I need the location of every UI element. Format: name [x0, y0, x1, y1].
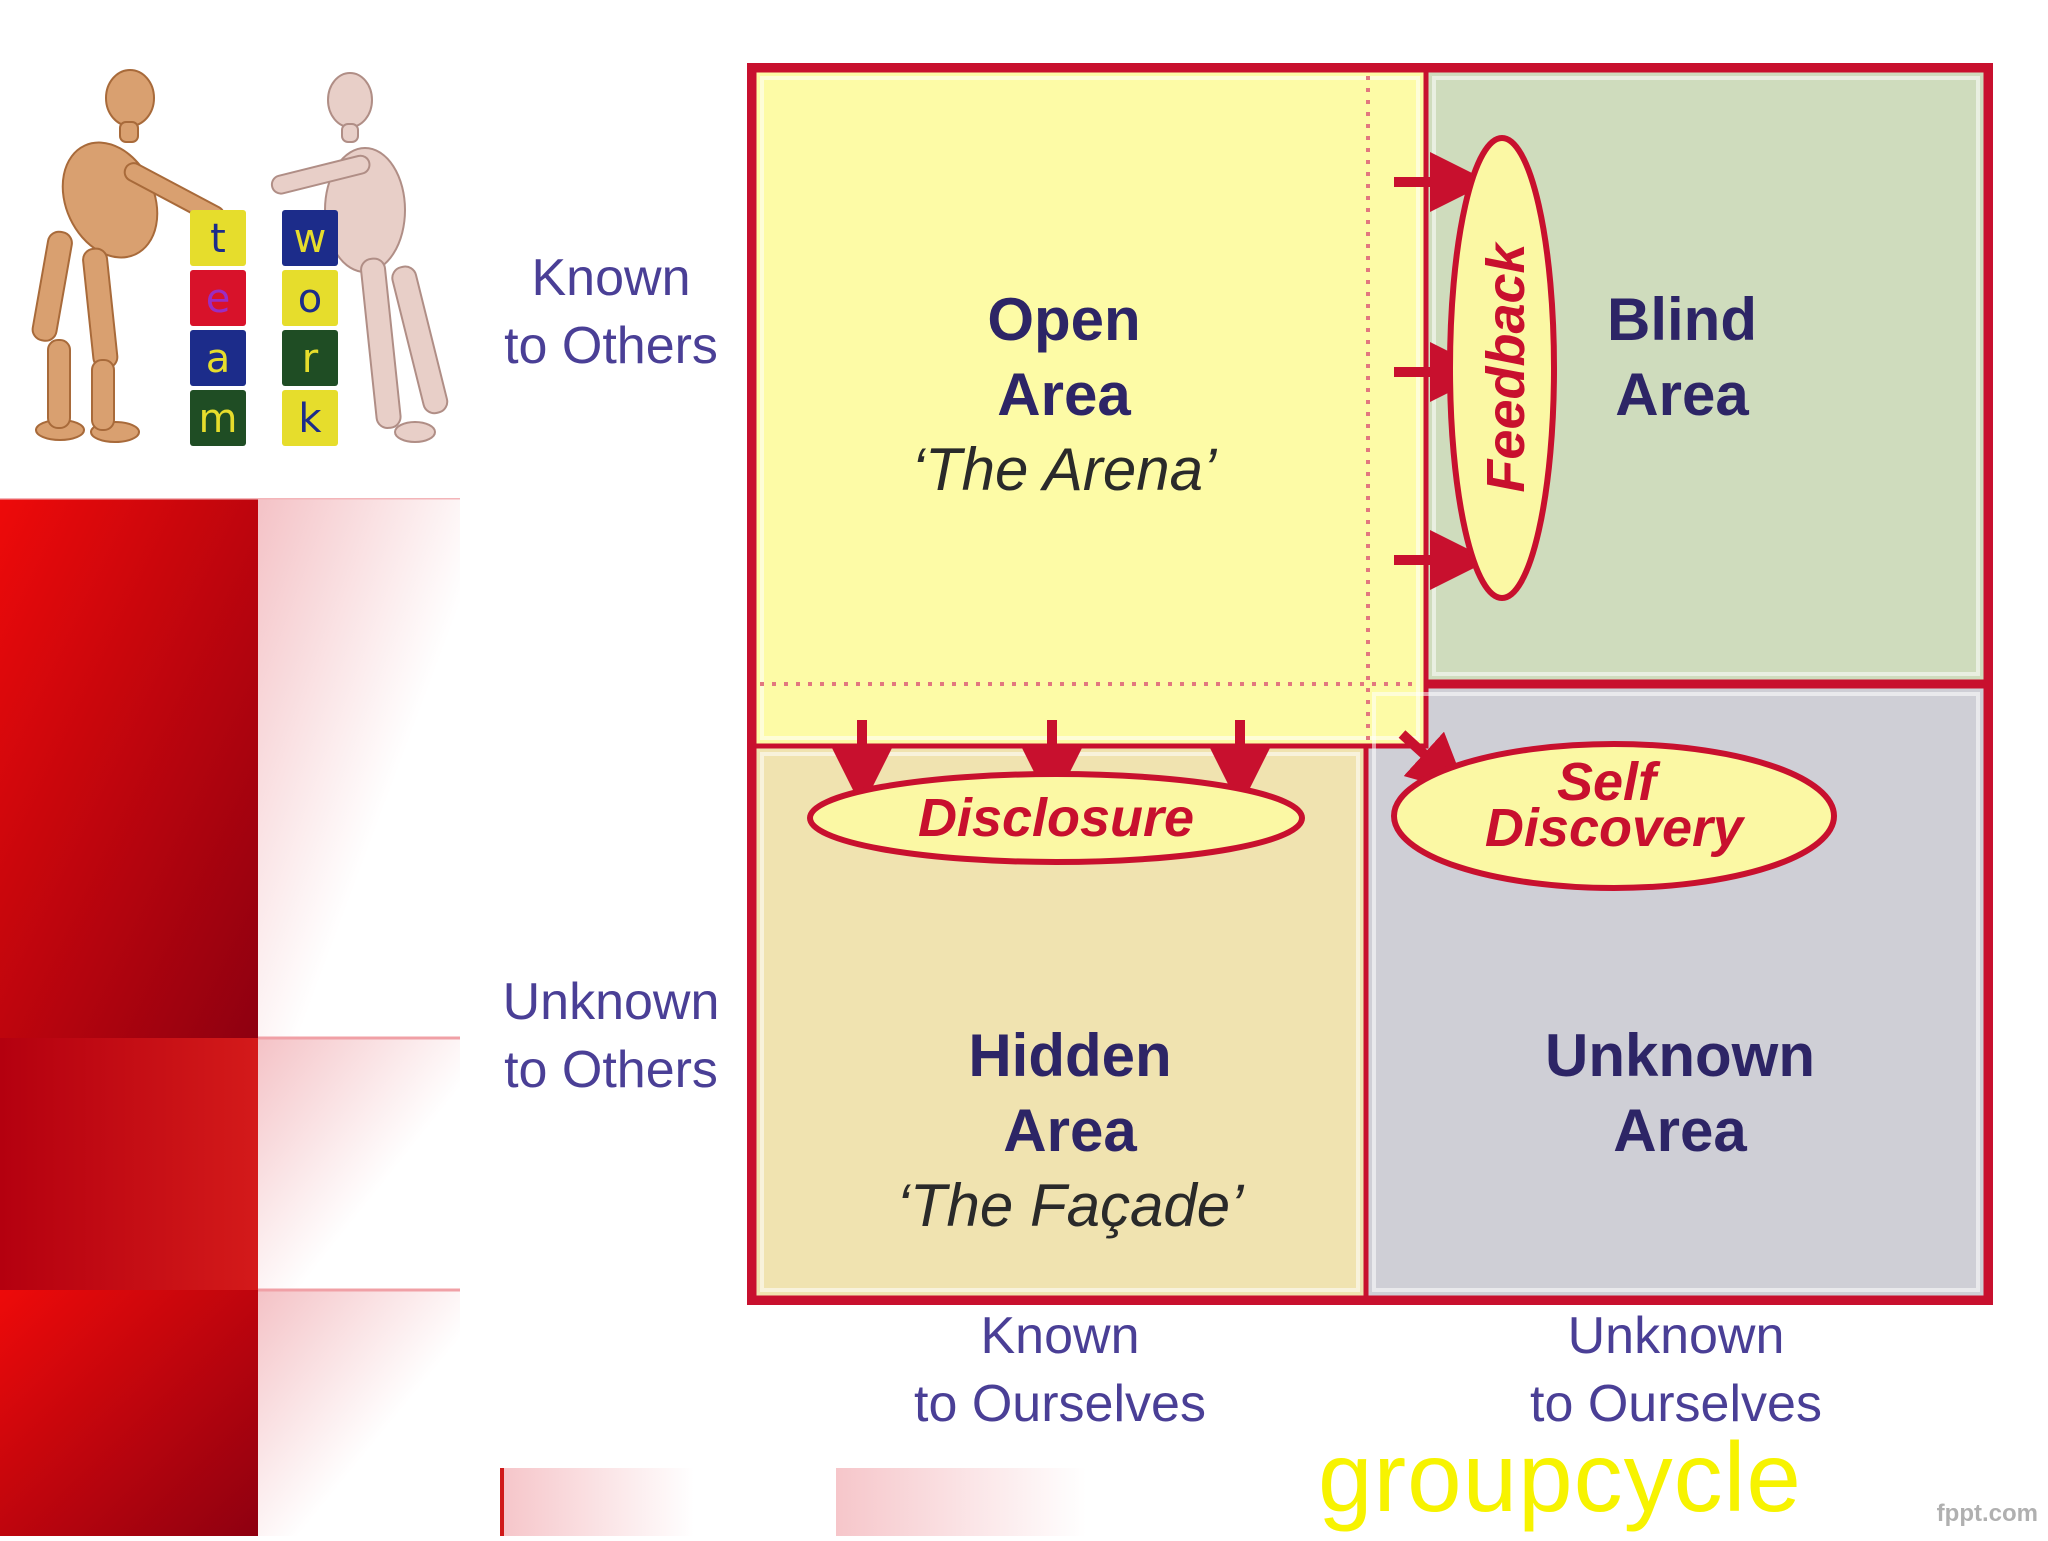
- open-area-text: Open Area ‘The Arena’: [834, 282, 1294, 507]
- unknown-area-text: Unknown Area: [1500, 1018, 1860, 1168]
- hidden-area-title-line2: Area: [1003, 1097, 1137, 1164]
- team-block-letter-1: e: [206, 276, 231, 322]
- unknown-area-title-line1: Unknown: [1545, 1022, 1815, 1089]
- axis-label-known-to-ourselves-line1: Known: [980, 1307, 1140, 1365]
- outer-frame: [747, 63, 1993, 1305]
- disclosure-ellipse: [807, 771, 1305, 865]
- team-block-letter-0: t: [210, 216, 226, 262]
- work-block-1: [282, 270, 338, 326]
- open-area-title-line1: Open: [987, 286, 1141, 353]
- team-block-0: [190, 210, 246, 266]
- work-block-0: [282, 210, 338, 266]
- work-block-letter-1: o: [298, 276, 322, 322]
- axis-label-unknown-to-others-line2: to Others: [504, 1041, 718, 1099]
- axis-label-known-to-others-line2: to Others: [504, 317, 718, 375]
- unknown-area-bevel: [1372, 692, 1980, 1292]
- axis-label-unknown-to-ourselves-line2: to Ourselves: [1530, 1375, 1822, 1433]
- self-discovery-arrow: [1398, 730, 1469, 795]
- self-discovery-label-line2: Discovery: [1485, 798, 1746, 858]
- disclosure-label: Disclosure: [918, 788, 1194, 848]
- open-area-subtitle: ‘The Arena’: [911, 436, 1217, 503]
- axis-label-known-to-ourselves-line2: to Ourselves: [914, 1375, 1206, 1433]
- team-block-2: [190, 330, 246, 386]
- blind-area-text: Blind Area: [1562, 282, 1802, 432]
- axis-label-known-to-ourselves: Known to Ourselves: [880, 1302, 1240, 1438]
- hidden-area-subtitle: ‘The Façade’: [896, 1172, 1244, 1239]
- team-block-letter-2: a: [206, 336, 231, 382]
- open-area-bevel: [760, 76, 1420, 740]
- team-block-letter-3: m: [199, 396, 238, 442]
- work-block-letter-0: w: [294, 216, 327, 262]
- feedback-label: Feedback: [1476, 240, 1536, 492]
- bottom-decorative-strip: [500, 1468, 1086, 1536]
- axis-label-known-to-others-line1: Known: [531, 249, 691, 307]
- team-block-3: [190, 390, 246, 446]
- left-decorative-panel: [0, 496, 460, 1536]
- watermark-text: fppt.com: [1936, 1500, 2038, 1527]
- unknown-area-title-line2: Area: [1613, 1097, 1747, 1164]
- axis-label-unknown-to-others-line1: Unknown: [502, 973, 720, 1031]
- open-area-title-line2: Area: [997, 361, 1131, 428]
- axis-label-known-to-others: Known to Others: [476, 244, 746, 380]
- blind-area-title-line1: Blind: [1607, 286, 1757, 353]
- axis-label-unknown-to-ourselves: Unknown to Ourselves: [1496, 1302, 1856, 1438]
- self-discovery-ellipse: [1391, 741, 1837, 891]
- work-block-2: [282, 330, 338, 386]
- axis-label-unknown-to-others: Unknown to Others: [476, 968, 746, 1104]
- axis-label-unknown-to-ourselves-line1: Unknown: [1567, 1307, 1785, 1365]
- hidden-area-title-line1: Hidden: [968, 1022, 1172, 1089]
- mannequin-right-figure: [270, 72, 449, 443]
- self-discovery-label-line1: Self: [1557, 752, 1661, 812]
- hidden-area-text: Hidden Area ‘The Façade’: [840, 1018, 1300, 1243]
- self-discovery-label: Self Discovery: [1485, 752, 1746, 858]
- team-block-1: [190, 270, 246, 326]
- red-gradient-blocks: [0, 496, 460, 1536]
- work-block-letter-2: r: [302, 336, 319, 382]
- feedback-ellipse: [1447, 135, 1557, 601]
- brand-text: groupcycle: [1318, 1422, 1802, 1532]
- blind-area-title-line2: Area: [1615, 361, 1749, 428]
- open-area-quadrant: [751, 67, 1429, 749]
- work-block-3: [282, 390, 338, 446]
- work-block-letter-3: k: [298, 396, 322, 442]
